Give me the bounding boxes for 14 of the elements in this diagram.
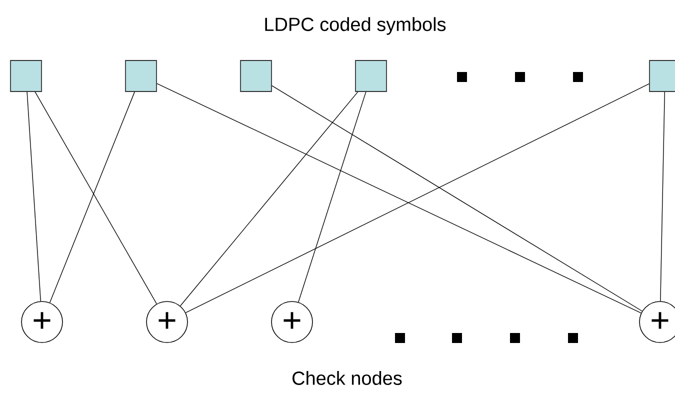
connector-line — [272, 85, 642, 312]
connector-line — [660, 92, 666, 302]
connector-line — [298, 92, 366, 302]
symbol-square — [355, 60, 387, 92]
connector-line — [49, 92, 135, 303]
connector-line — [180, 92, 358, 306]
connector-line — [34, 92, 157, 304]
connector-line — [26, 92, 41, 302]
symbol-square — [125, 60, 157, 92]
symbol-square — [649, 60, 675, 92]
heading: LDPC coded symbols — [265, 17, 446, 35]
caption: Check nodes — [292, 371, 402, 385]
symbol-square — [240, 60, 272, 92]
symbol-square — [10, 60, 42, 92]
